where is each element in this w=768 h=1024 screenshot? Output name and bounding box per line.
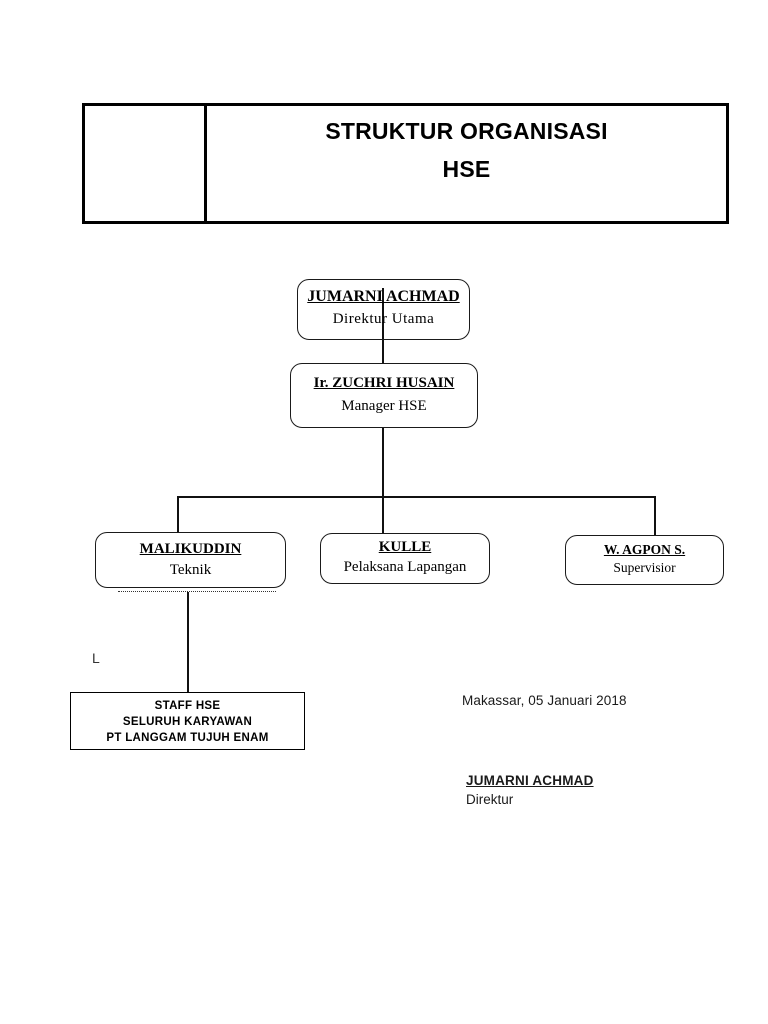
org-node-supervisior: W. AGPON S. Supervisior	[565, 535, 724, 585]
staff-line-1: STAFF HSE	[154, 700, 221, 712]
staff-line-2: SELURUH KARYAWAN	[122, 716, 253, 728]
org-node-manager-hse: Ir. ZUCHRI HUSAIN Manager HSE	[290, 363, 478, 428]
connector-drop-supervisior	[654, 496, 656, 536]
page-title-line-1: STRUKTUR ORGANISASI	[325, 118, 608, 144]
stray-mark-l: L	[92, 650, 100, 666]
org-node-name: MALIKUDDIN	[139, 541, 242, 557]
org-node-title: Pelaksana Lapangan	[343, 559, 467, 575]
connector-manager-to-bus	[382, 428, 384, 498]
dotted-separator-line	[118, 591, 276, 592]
org-node-name: W. AGPON S.	[603, 542, 686, 557]
org-node-name: KULLE	[378, 539, 432, 555]
signature-role: Direktur	[466, 792, 514, 807]
org-node-title: Supervisior	[613, 560, 676, 575]
org-node-name: Ir. ZUCHRI HUSAIN	[313, 375, 455, 391]
connector-direktur-to-manager	[382, 288, 384, 364]
header-logo-cell	[85, 106, 207, 221]
org-node-teknik: MALIKUDDIN Teknik	[95, 532, 286, 588]
org-node-staff-hse: STAFF HSE SELURUH KARYAWAN PT LANGGAM TU…	[70, 692, 305, 750]
org-node-direktur-utama: JUMARNI ACHMAD Direktur Utama	[297, 279, 470, 340]
connector-teknik-to-staff	[187, 592, 189, 693]
connector-horizontal-bus	[177, 496, 656, 498]
org-node-title: Teknik	[169, 562, 212, 578]
org-node-pelaksana-lapangan: KULLE Pelaksana Lapangan	[320, 533, 490, 584]
staff-line-3: PT LANGGAM TUJUH ENAM	[106, 732, 269, 744]
signature-block: Makassar, 05 Januari 2018 JUMARNI ACHMAD…	[462, 692, 722, 809]
org-node-name: JUMARNI ACHMAD	[307, 288, 460, 305]
org-node-title: Manager HSE	[341, 398, 427, 414]
header-title-table: STRUKTUR ORGANISASI HSE	[82, 103, 729, 224]
signature-name: JUMARNI ACHMAD	[466, 773, 594, 788]
org-node-title: Direktur Utama	[332, 311, 435, 327]
signature-place-date: Makassar, 05 Januari 2018	[462, 693, 627, 708]
header-title-cell: STRUKTUR ORGANISASI HSE	[207, 106, 726, 221]
connector-drop-teknik	[177, 496, 179, 533]
connector-drop-pelaksana	[382, 496, 384, 534]
page-title-line-2: HSE	[442, 156, 491, 182]
